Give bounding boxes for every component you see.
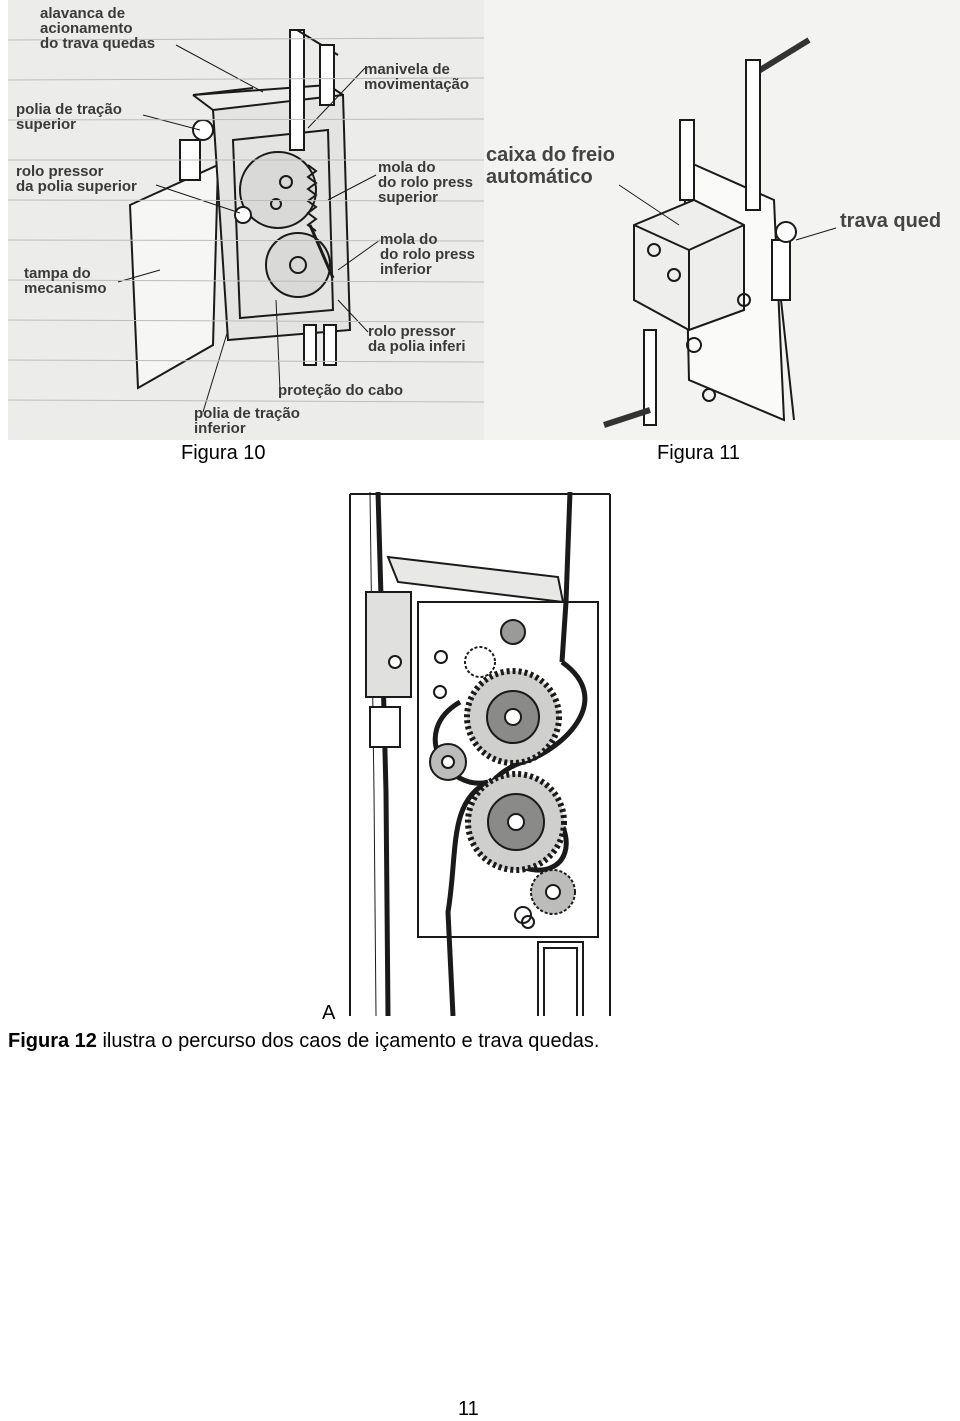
label-polia-inferior: polia de tração inferior — [194, 405, 300, 437]
figure-12-marker: A — [322, 1002, 336, 1024]
figure-12-drawing — [349, 492, 611, 1016]
figure-11-drawing — [603, 37, 837, 428]
label-mola-superior: mola do do rolo press superior — [378, 159, 474, 206]
figure-12-caption: Figura 12 ilustra o percurso dos caos de… — [8, 1030, 599, 1053]
label-rolo-inferior: rolo pressor da polia inferi — [368, 323, 466, 355]
figure-10-caption: Figura 10 — [181, 442, 266, 464]
figure-12-caption-bold: Figura 12 — [8, 1030, 97, 1052]
figure-11-image: caixa do freio automático trava qued — [484, 0, 960, 440]
label-caixa-freio: caixa do freio automático — [486, 144, 615, 188]
label-protecao: proteção do cabo — [278, 382, 404, 399]
label-mola-inferior: mola do do rolo press inferior — [380, 231, 476, 278]
figure-10-image: alavanca de acionamento do trava quedas … — [8, 0, 484, 440]
label-tampa: tampa do mecanismo — [24, 265, 107, 297]
label-alavanca: alavanca de acionamento do trava quedas — [40, 5, 156, 52]
figure-12-caption-text: ilustra o percurso dos caos de içamento … — [96, 1030, 600, 1052]
label-polia-superior: polia de tração superior — [16, 101, 122, 133]
label-rolo-superior: rolo pressor da polia superior — [16, 163, 137, 195]
figure-12-image — [348, 492, 616, 1016]
label-manivela: manivela de movimentação — [364, 61, 470, 93]
label-trava-quedas: trava qued — [840, 210, 942, 232]
figure-10-drawing — [8, 29, 484, 413]
page-number: 11 — [458, 1398, 479, 1420]
figure-11-caption: Figura 11 — [657, 442, 741, 464]
